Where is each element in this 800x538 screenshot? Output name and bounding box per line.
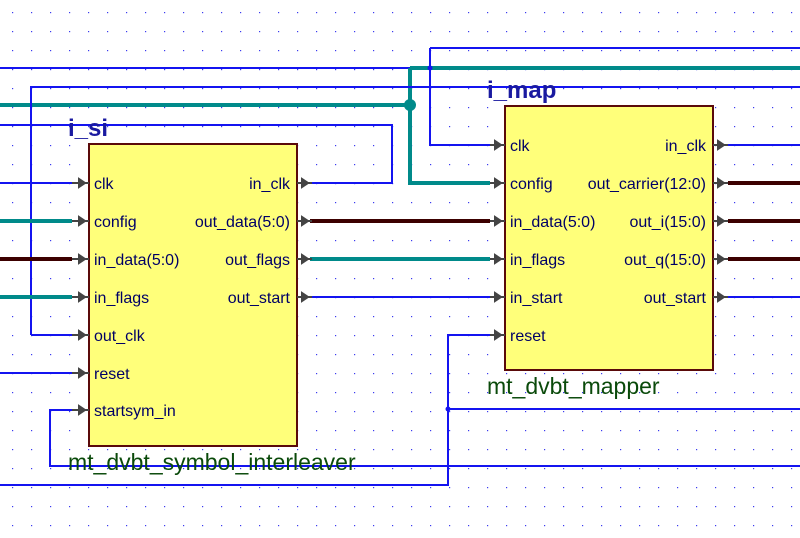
pin-label: startsym_in: [94, 403, 176, 420]
module-name: mt_dvbt_mapper: [487, 373, 660, 399]
junction-dot: [427, 65, 433, 71]
pin-label: in_flags: [94, 290, 149, 307]
pin-label: out_start: [228, 290, 291, 307]
block-symbol-interleaver[interactable]: i_si clk config in_data(5:0) in_flags ou…: [68, 115, 356, 475]
pin-arrow-icons: [490, 139, 728, 341]
wire-out-clk: [30, 86, 800, 336]
pin-label: out_flags: [225, 252, 290, 269]
pin-label: clk: [94, 176, 115, 193]
block-mapper[interactable]: i_map clk config in_data(5:0) in_flags i…: [487, 77, 728, 399]
pin-label: out_data(5:0): [195, 214, 290, 231]
pin-label: out_q(15:0): [624, 252, 706, 269]
pin-label: out_start: [644, 290, 707, 307]
pin-label: in_clk: [665, 138, 707, 155]
pin-label: in_flags: [510, 252, 565, 269]
instance-name: i_si: [68, 115, 108, 142]
pin-label: clk: [510, 138, 531, 155]
pin-label: in_data(5:0): [94, 252, 179, 269]
wire-in-clk-si: [0, 124, 393, 184]
wire-startsym: [49, 409, 800, 467]
wire-clk-map: [0, 47, 800, 146]
junction-dot: [445, 406, 451, 412]
pin-label: config: [94, 214, 137, 231]
pin-label: out_carrier(12:0): [588, 176, 706, 193]
pin-label: in_start: [510, 290, 563, 307]
block-body[interactable]: [88, 143, 298, 447]
pin-label: in_clk: [249, 176, 291, 193]
block-body[interactable]: [504, 105, 714, 371]
junction-dot: [404, 99, 416, 111]
wire-map-out: [728, 144, 800, 298]
pin-label: out_i(15:0): [630, 214, 707, 231]
wire-map-bus-out: [728, 181, 800, 261]
instance-name: i_map: [487, 77, 556, 104]
wires: [0, 47, 800, 486]
module-name: mt_dvbt_symbol_interleaver: [68, 449, 356, 475]
pin-label: reset: [94, 366, 130, 383]
pin-arrow-icons: [72, 177, 312, 416]
pin-label: reset: [510, 328, 546, 345]
pin-label: config: [510, 176, 553, 193]
pin-label: out_clk: [94, 328, 146, 345]
pin-label: in_data(5:0): [510, 214, 595, 231]
